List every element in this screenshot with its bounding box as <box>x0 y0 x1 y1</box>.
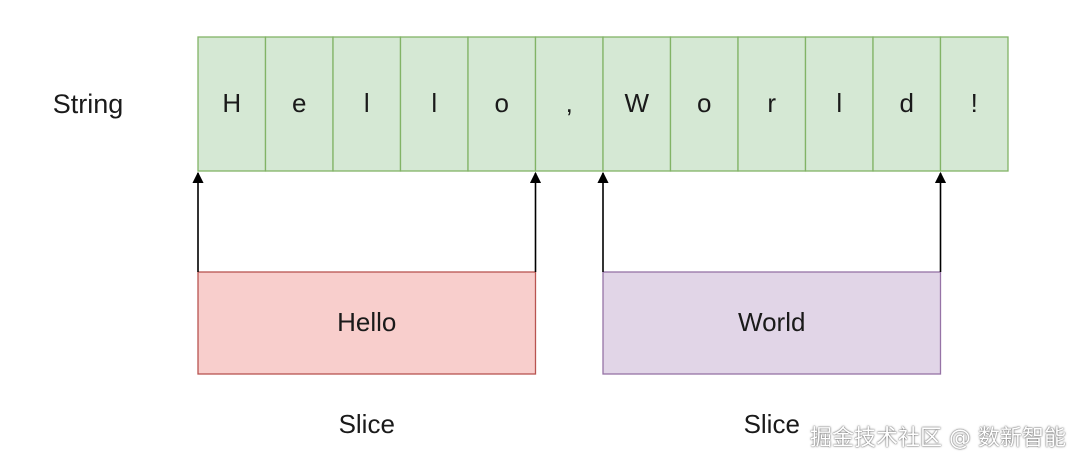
string-cell <box>737 36 807 172</box>
watermark: 掘金技术社区 @ 数新智能 <box>810 426 1066 451</box>
string-cell <box>602 36 672 172</box>
string-char: o <box>697 88 711 118</box>
slice-caption: Slice <box>339 409 395 439</box>
slice-box <box>197 271 537 375</box>
string-cell <box>332 36 402 172</box>
string-char: H <box>222 88 241 118</box>
string-char: e <box>292 88 306 118</box>
slice-caption: Slice <box>744 409 800 439</box>
string-char: , <box>566 88 573 118</box>
string-cell <box>804 36 874 172</box>
string-char: d <box>900 88 914 118</box>
string-cell <box>264 36 334 172</box>
string-cell <box>197 36 267 172</box>
string-char: W <box>624 88 649 118</box>
string-label: String <box>53 89 124 119</box>
string-cell <box>669 36 739 172</box>
slice-label: Hello <box>337 307 396 337</box>
string-char: o <box>495 88 509 118</box>
string-char: r <box>767 88 776 118</box>
slice-label: World <box>738 307 805 337</box>
string-char: l <box>364 88 370 118</box>
string-char: l <box>836 88 842 118</box>
string-cell <box>534 36 604 172</box>
string-cell <box>467 36 537 172</box>
string-char: l <box>431 88 437 118</box>
string-char: ! <box>971 88 978 118</box>
slice-box <box>602 271 942 375</box>
string-cell <box>399 36 469 172</box>
string-cell <box>939 36 1009 172</box>
